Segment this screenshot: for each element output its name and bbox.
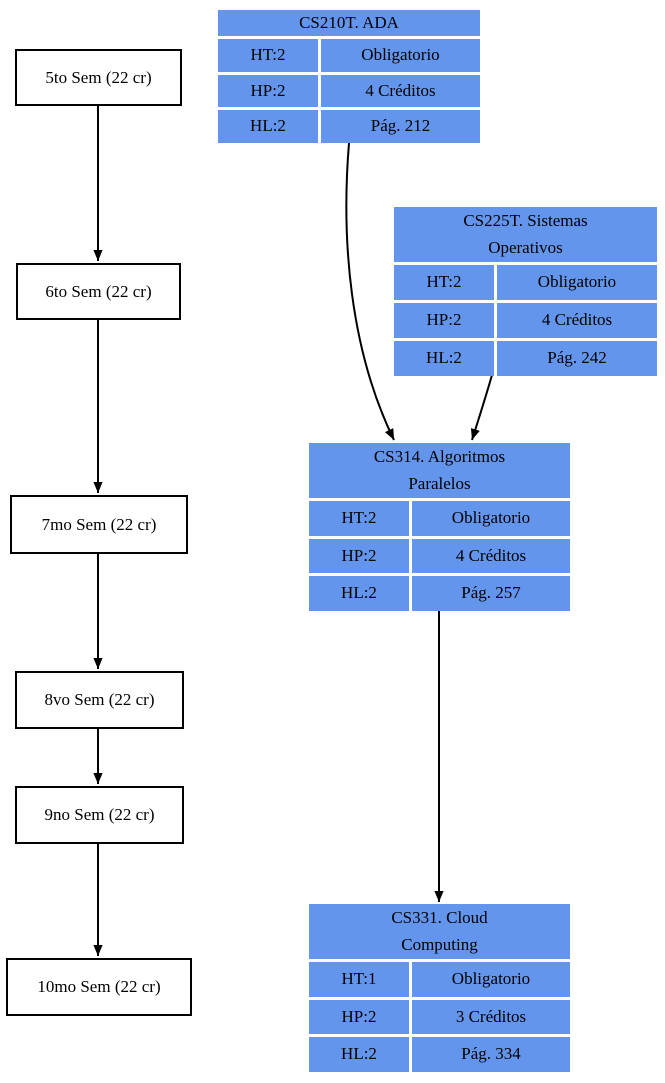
node-semester-8: 8vo Sem (22 cr) bbox=[15, 671, 184, 729]
course-cell-page: Pág. 334 bbox=[412, 1037, 570, 1072]
course-cell-credits: 3 Créditos bbox=[412, 999, 570, 1035]
course-cell-ht: HT:2 bbox=[394, 265, 494, 300]
course-cell-page: Pág. 212 bbox=[321, 110, 480, 143]
course-cell-hp: HP:2 bbox=[218, 74, 318, 108]
course-title: CS210T. ADA bbox=[218, 10, 480, 36]
node-semester-6: 6to Sem (22 cr) bbox=[16, 263, 181, 320]
course-title: CS314. Algoritmos Paralelos bbox=[309, 443, 570, 498]
course-cell-hl: HL:2 bbox=[394, 341, 494, 376]
semester-label: 10mo Sem (22 cr) bbox=[37, 977, 161, 996]
course-cell-ht: HT:1 bbox=[309, 962, 409, 997]
course-cell-credits: 4 Créditos bbox=[412, 538, 570, 574]
node-course-cs210t: CS210T. ADA HT:2 Obligatorio HP:2 4 Créd… bbox=[218, 10, 480, 143]
course-title: CS331. Cloud Computing bbox=[309, 904, 570, 959]
semester-label: 7mo Sem (22 cr) bbox=[41, 514, 157, 534]
node-course-cs314: CS314. Algoritmos Paralelos HT:2 Obligat… bbox=[309, 443, 570, 611]
semester-label: 9no Sem (22 cr) bbox=[44, 805, 155, 824]
semester-label: 6to Sem (22 cr) bbox=[45, 281, 152, 301]
node-semester-7: 7mo Sem (22 cr) bbox=[10, 495, 188, 554]
node-semester-5: 5to Sem (22 cr) bbox=[15, 49, 182, 106]
node-course-cs331: CS331. Cloud Computing HT:1 Obligatorio … bbox=[309, 904, 570, 1072]
course-title: CS225T. Sistemas Operativos bbox=[394, 207, 657, 262]
course-cell-hl: HL:2 bbox=[218, 110, 318, 143]
course-cell-ht: HT:2 bbox=[218, 39, 318, 72]
course-cell-hl: HL:2 bbox=[309, 576, 409, 611]
course-cell-hp: HP:2 bbox=[394, 303, 494, 338]
node-semester-9: 9no Sem (22 cr) bbox=[15, 786, 184, 844]
semester-label: 8vo Sem (22 cr) bbox=[44, 690, 155, 709]
course-cell-type: Obligatorio bbox=[497, 265, 657, 300]
course-cell-type: Obligatorio bbox=[321, 39, 480, 72]
course-cell-hp: HP:2 bbox=[309, 999, 409, 1035]
semester-label: 5to Sem (22 cr) bbox=[45, 67, 152, 87]
node-semester-10: 10mo Sem (22 cr) bbox=[6, 958, 192, 1016]
course-cell-hp: HP:2 bbox=[309, 538, 409, 574]
edge-cs210t-cs314 bbox=[345, 142, 395, 441]
course-cell-hl: HL:2 bbox=[309, 1037, 409, 1072]
course-cell-ht: HT:2 bbox=[309, 501, 409, 536]
course-cell-type: Obligatorio bbox=[412, 962, 570, 997]
node-course-cs225t: CS225T. Sistemas Operativos HT:2 Obligat… bbox=[394, 207, 657, 376]
edge-cs225t-cs314 bbox=[470, 374, 493, 441]
course-cell-credits: 4 Créditos bbox=[497, 303, 657, 338]
course-cell-page: Pág. 257 bbox=[412, 576, 570, 611]
course-cell-type: Obligatorio bbox=[412, 501, 570, 536]
course-cell-page: Pág. 242 bbox=[497, 341, 657, 376]
course-cell-credits: 4 Créditos bbox=[321, 74, 480, 108]
